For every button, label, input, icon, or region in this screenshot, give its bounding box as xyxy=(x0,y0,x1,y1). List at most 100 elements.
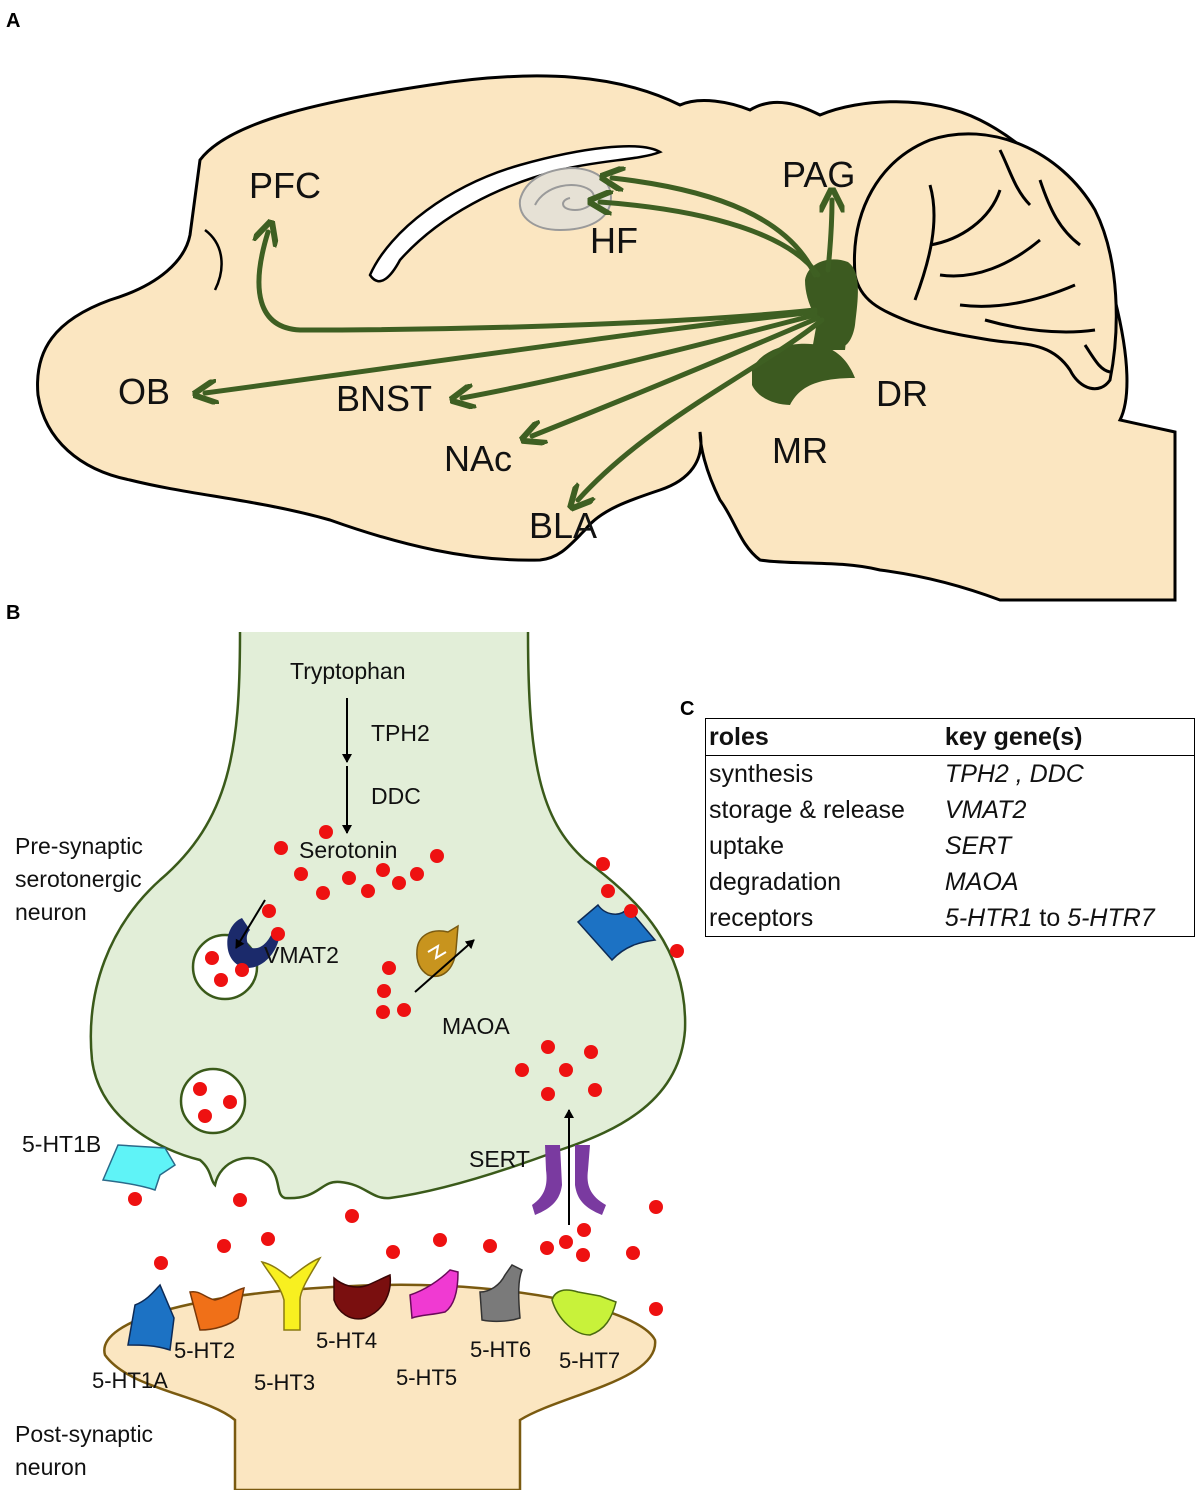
label-bnst: BNST xyxy=(336,378,432,419)
serotonin-dot xyxy=(235,963,249,977)
vmat2-arrow xyxy=(235,899,266,949)
gene-roles-table: roles key gene(s) synthesis TPH2 , DDC s… xyxy=(705,718,1195,937)
serotonin-dot xyxy=(376,1005,390,1019)
serotonin-dot xyxy=(541,1040,555,1054)
serotonin-dot xyxy=(626,1246,640,1260)
role-cell: storage & release xyxy=(709,796,905,824)
serotonin-dot xyxy=(217,1239,231,1253)
label-vmat2: VMAT2 xyxy=(264,942,339,968)
label-pag: PAG xyxy=(782,154,855,195)
serotonin-dot xyxy=(342,871,356,885)
label-presynaptic-2: serotonergic xyxy=(15,866,142,892)
header-key-genes: key gene(s) xyxy=(941,718,1195,756)
serotonin-dot xyxy=(361,884,375,898)
ht7-receptor xyxy=(551,1289,617,1336)
maoa-detail xyxy=(427,944,447,960)
serotonin-dot xyxy=(294,867,308,881)
ht5-receptor xyxy=(409,1269,459,1320)
table-row: receptors 5-HTR1 to 5-HTR7 xyxy=(706,900,1195,937)
label-5ht1b: 5-HT1B xyxy=(22,1131,101,1157)
label-pfc: PFC xyxy=(249,165,321,206)
table-row: synthesis TPH2 , DDC xyxy=(706,756,1195,793)
serotonin-dot xyxy=(262,904,276,918)
median-raphe-nucleus xyxy=(752,343,855,405)
serotonin-dot xyxy=(382,961,396,975)
role-cell: degradation xyxy=(709,868,842,896)
serotonin-dot xyxy=(233,1193,247,1207)
serotonin-dot xyxy=(601,884,615,898)
serotonin-dot xyxy=(128,1192,142,1206)
serotonin-dot xyxy=(624,904,638,918)
label-serotonin: Serotonin xyxy=(299,837,397,863)
gene-range-word: to xyxy=(1032,904,1068,932)
label-5ht3: 5-HT3 xyxy=(254,1370,315,1395)
serotonin-molecules xyxy=(128,825,684,1316)
label-ddc: DDC xyxy=(371,783,421,809)
projection-to-pfc xyxy=(259,232,818,333)
label-hf: HF xyxy=(590,220,638,261)
maoa-arrow xyxy=(414,939,475,993)
table-header-row: roles key gene(s) xyxy=(705,718,1195,756)
serotonin-dot xyxy=(205,951,219,965)
gene-from: 5-HTR1 xyxy=(944,904,1033,932)
cortical-sulcus xyxy=(204,229,223,291)
label-5ht4: 5-HT4 xyxy=(316,1328,377,1353)
serotonin-dot xyxy=(649,1302,663,1316)
serotonergic-projections xyxy=(205,178,832,500)
serotonin-dot xyxy=(274,841,288,855)
serotonin-dot xyxy=(377,984,391,998)
table-row: uptake SERT xyxy=(706,828,1195,864)
label-postsynaptic-2: neuron xyxy=(15,1454,87,1480)
table-row: degradation MAOA xyxy=(706,864,1195,900)
serotonin-dot xyxy=(261,1232,275,1246)
serotonin-dot xyxy=(386,1245,400,1259)
serotonin-dot xyxy=(515,1063,529,1077)
serotonin-dot xyxy=(376,863,390,877)
header-roles: roles xyxy=(705,718,942,756)
ht1a-receptor xyxy=(127,1283,175,1352)
label-mr: MR xyxy=(772,430,828,471)
serotonin-dot xyxy=(345,1209,359,1223)
projection-to-pag xyxy=(828,200,832,273)
label-sert: SERT xyxy=(469,1146,530,1172)
serotonin-dot xyxy=(559,1063,573,1077)
serotonin-dot xyxy=(483,1239,497,1253)
panel-letter-a: A xyxy=(6,10,21,32)
serotonin-dot xyxy=(576,1248,590,1262)
serotonin-dot xyxy=(410,867,424,881)
label-presynaptic-3: neuron xyxy=(15,899,87,925)
gene-cell: 5-HTR1 to 5-HTR7 xyxy=(942,900,1195,937)
sert-right xyxy=(575,1145,606,1215)
gene-to: 5-HTR7 xyxy=(1067,904,1155,932)
label-5ht1a: 5-HT1A xyxy=(92,1368,168,1393)
ht2-receptor xyxy=(189,1287,245,1331)
label-postsynaptic-1: Post-synaptic xyxy=(15,1421,153,1447)
serotonin-dot xyxy=(588,1083,602,1097)
gene-cell: MAOA xyxy=(944,868,1019,896)
vmat2-transporter xyxy=(227,918,280,968)
projection-to-bla xyxy=(578,317,825,500)
label-dr: DR xyxy=(876,373,928,414)
gene-cell: VMAT2 xyxy=(944,796,1027,824)
gene-cell: SERT xyxy=(944,832,1012,860)
serotonin-dot xyxy=(397,1003,411,1017)
label-5ht7: 5-HT7 xyxy=(559,1348,620,1373)
cerebellum xyxy=(852,132,1118,391)
ht3-receptor xyxy=(260,1256,322,1331)
projection-to-nac xyxy=(532,315,821,436)
serotonin-dot xyxy=(193,1082,207,1096)
panel-letter-b: B xyxy=(6,602,21,624)
table-row: storage & release VMAT2 xyxy=(706,792,1195,828)
ht6-receptor xyxy=(479,1264,523,1323)
label-presynaptic-1: Pre-synaptic xyxy=(15,833,143,859)
label-maoa: MAOA xyxy=(442,1013,510,1039)
label-tph2: TPH2 xyxy=(371,720,430,746)
serotonin-dot xyxy=(316,886,330,900)
serotonin-dot xyxy=(392,876,406,890)
label-5ht6: 5-HT6 xyxy=(470,1337,531,1362)
label-tryptophan: Tryptophan xyxy=(290,658,406,684)
serotonin-dot xyxy=(271,927,285,941)
cerebellum-folia xyxy=(913,149,1111,374)
label-bla: BLA xyxy=(529,505,597,546)
lateral-ventricle xyxy=(368,145,663,283)
